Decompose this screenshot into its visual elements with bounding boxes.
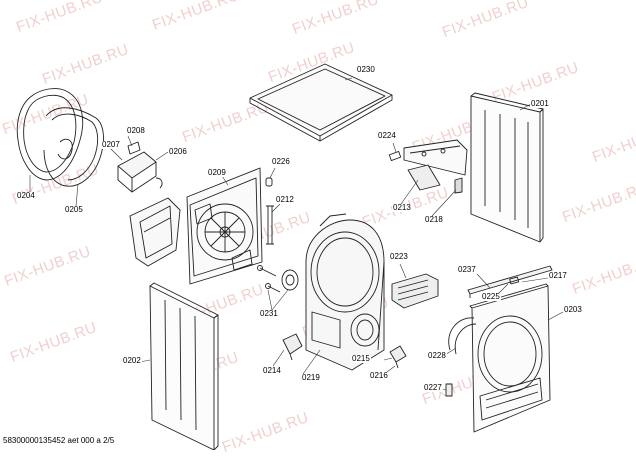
electronic-module-part xyxy=(117,141,163,193)
air-duct-part xyxy=(129,197,181,267)
part-label-0208: 0208 xyxy=(126,126,146,135)
part-label-0223: 0223 xyxy=(389,252,409,261)
part-label-0225: 0225 xyxy=(481,292,501,301)
part-label-0204: 0204 xyxy=(16,191,36,200)
part-label-0216: 0216 xyxy=(369,371,389,380)
knob-part xyxy=(389,345,407,369)
part-label-0227: 0227 xyxy=(423,383,443,392)
part-label-0224: 0224 xyxy=(377,131,397,140)
part-label-0218: 0218 xyxy=(424,215,444,224)
part-label-0213: 0213 xyxy=(392,203,412,212)
door-latch-part xyxy=(282,333,303,361)
lint-filter-part xyxy=(391,273,439,309)
part-label-0212: 0212 xyxy=(275,195,295,204)
fastener-parts xyxy=(265,177,274,245)
part-label-0207: 0207 xyxy=(101,140,121,149)
control-bracket-part xyxy=(388,139,468,194)
rear-panel-part xyxy=(186,167,263,285)
part-label-0226: 0226 xyxy=(271,157,291,166)
door-seal-part xyxy=(16,88,104,187)
side-panel-left-part xyxy=(149,282,219,450)
part-label-0214: 0214 xyxy=(262,366,282,375)
part-label-0237: 0237 xyxy=(457,265,477,274)
side-panel-right-part xyxy=(470,92,544,243)
part-label-0205: 0205 xyxy=(64,205,84,214)
part-label-0219: 0219 xyxy=(301,373,321,382)
part-label-0231: 0231 xyxy=(259,309,279,318)
part-label-0230: 0230 xyxy=(356,65,376,74)
part-label-0209: 0209 xyxy=(207,168,227,177)
front-panel-part xyxy=(448,283,551,433)
drawing-footer-code: 58300000135452 aet 000 a 2/5 xyxy=(3,436,115,445)
front-frame-part xyxy=(305,213,385,371)
part-label-0228: 0228 xyxy=(427,351,447,360)
door-switch-part xyxy=(445,383,453,397)
part-label-0206: 0206 xyxy=(168,147,188,156)
part-label-0202: 0202 xyxy=(122,356,142,365)
part-label-0215: 0215 xyxy=(351,354,371,363)
part-label-0201: 0201 xyxy=(530,99,550,108)
top-cover-part xyxy=(249,63,393,142)
leader-lines xyxy=(29,77,564,391)
part-label-0203: 0203 xyxy=(563,305,583,314)
screw-fitting-parts xyxy=(257,265,299,293)
part-label-0217: 0217 xyxy=(548,271,568,280)
